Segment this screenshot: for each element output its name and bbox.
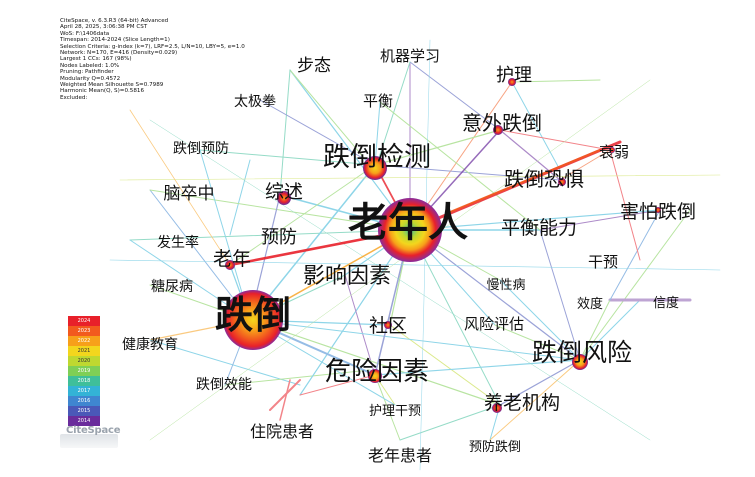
keyword-yanglaojigou: 养老机构 <box>484 392 560 414</box>
logo-text: CiteSpace <box>66 425 121 436</box>
legend-swatch: 2020 <box>68 356 100 366</box>
legend-swatch: 2019 <box>68 366 100 376</box>
node-laonian <box>225 260 235 270</box>
keyword-diedaofengxian: 跌倒风险 <box>532 338 632 367</box>
node-diedaokongju <box>558 178 566 186</box>
header-line: Largest 1 CCs: 167 (98%) <box>60 56 132 63</box>
keyword-shequ: 社区 <box>369 315 407 337</box>
node-yanglaojigou <box>492 403 502 413</box>
legend-swatch: 2018 <box>68 376 100 386</box>
node-haipadiedao <box>655 207 661 213</box>
keyword-pinghengnengli: 平衡能力 <box>501 217 577 239</box>
keyword-labels: 老年人 跌倒 跌倒检测 危险因素 跌倒风险 影响因素 意外跌倒 跌倒恐惧 平衡能… <box>122 47 696 465</box>
keyword-diedaojiance: 跌倒检测 <box>323 142 431 173</box>
keyword-yufangdiedao: 预防跌倒 <box>469 439 521 455</box>
node-yiwaidiedao <box>493 125 503 135</box>
header-line: Weighted Mean Silhouette S=0.7989 <box>60 82 164 89</box>
legend-swatch: 2023 <box>68 326 100 336</box>
citespace-logo: CiteSpace <box>60 424 121 448</box>
keyword-laonianren: 老年人 <box>348 200 468 246</box>
header-line: Timespan: 2014-2024 (Slice Length=1) <box>60 37 170 44</box>
keyword-ganyu: 干预 <box>588 253 618 271</box>
header-line: Pruning: Pathfinder <box>60 69 114 76</box>
keyword-laonianhuanzhe: 老年患者 <box>368 446 432 465</box>
header-line: Modularity Q=0.4572 <box>60 75 121 82</box>
keyword-xiaodu: 效度 <box>577 296 603 312</box>
keyword-zhuyuanhuanzhe: 住院患者 <box>250 422 314 441</box>
node-huli <box>508 78 516 86</box>
keyword-jiankangjiaoyu: 健康教育 <box>122 336 178 353</box>
legend-swatch: 2022 <box>68 336 100 346</box>
keyword-butai: 步态 <box>297 56 331 76</box>
header-line: WoS: F:\1406data <box>60 30 110 37</box>
header-line: Harmonic Mean(Q, S)=0.5816 <box>60 88 145 95</box>
keyword-haipadiedao: 害怕跌倒 <box>620 201 696 223</box>
keyword-weixianyinsu: 危险因素 <box>325 357 429 387</box>
header-line: April 28, 2025, 3:06:38 PM CST <box>60 24 148 31</box>
legend-swatch: 2014 <box>68 416 100 426</box>
keyword-yiwaidiedao: 意外跌倒 <box>462 111 542 135</box>
header-line: Excluded: <box>60 94 88 101</box>
keyword-jiqixuexi: 机器学习 <box>380 47 440 65</box>
keyword-diedao: 跌倒 <box>215 293 291 337</box>
node-diedaofengxian <box>572 354 588 370</box>
keyword-huli: 护理 <box>496 65 532 86</box>
node-diedao <box>223 290 283 350</box>
keyword-zongshu: 综述 <box>265 181 303 203</box>
node-zongshu <box>277 191 291 205</box>
header-line: Network: N=170, E=416 (Density=0.029) <box>60 50 178 57</box>
header-line: Nodes Labeled: 1.0% <box>60 62 120 69</box>
header-line: Selection Criteria: g-index (k=7), LRF=2… <box>60 43 245 50</box>
keyword-pingheng: 平衡 <box>363 92 393 110</box>
keyword-fashenglv: 发生率 <box>157 234 199 251</box>
keyword-yingxiangyinsu: 影响因素 <box>303 264 391 289</box>
legend-swatch: 2021 <box>68 346 100 356</box>
network-nodes <box>223 78 661 413</box>
keyword-laonian: 老年 <box>213 248 251 270</box>
keyword-shuairuo: 衰弱 <box>599 143 629 161</box>
legend-swatch: 2017 <box>68 386 100 396</box>
keyword-tangniaobing: 糖尿病 <box>151 279 193 295</box>
year-color-legend: 2024 2023 2022 2021 2020 2019 2018 2017 … <box>68 316 100 426</box>
network-summary-header: CiteSpace, v. 6.3.R3 (64-bit) Advanced A… <box>60 18 245 101</box>
node-shuairuo <box>609 147 615 153</box>
node-laonianren <box>378 198 442 262</box>
keyword-diedaoyufang: 跌倒预防 <box>173 141 229 157</box>
keyword-fengxianpinggu: 风险评估 <box>464 315 524 333</box>
node-diedaojiance <box>363 156 387 180</box>
keyword-huliganyu: 护理干预 <box>369 404 421 419</box>
keyword-yufang: 预防 <box>261 227 297 248</box>
keyword-taijiquan: 太极拳 <box>234 94 276 110</box>
legend-swatch: 2016 <box>68 396 100 406</box>
keyword-naocuzhong: 脑卒中 <box>164 184 215 204</box>
keyword-diedaokongju: 跌倒恐惧 <box>504 167 584 191</box>
legend-swatch: 2024 <box>68 316 100 326</box>
header-line: CiteSpace, v. 6.3.R3 (64-bit) Advanced <box>60 18 169 24</box>
keyword-xindu: 信度 <box>653 295 679 311</box>
keyword-manxingbing: 慢性病 <box>486 277 525 293</box>
node-shequ <box>384 321 392 329</box>
keyword-diedaoxiaoneng: 跌倒效能 <box>196 377 252 393</box>
node-weixianyinsu <box>368 369 382 383</box>
legend-swatch: 2015 <box>68 406 100 416</box>
